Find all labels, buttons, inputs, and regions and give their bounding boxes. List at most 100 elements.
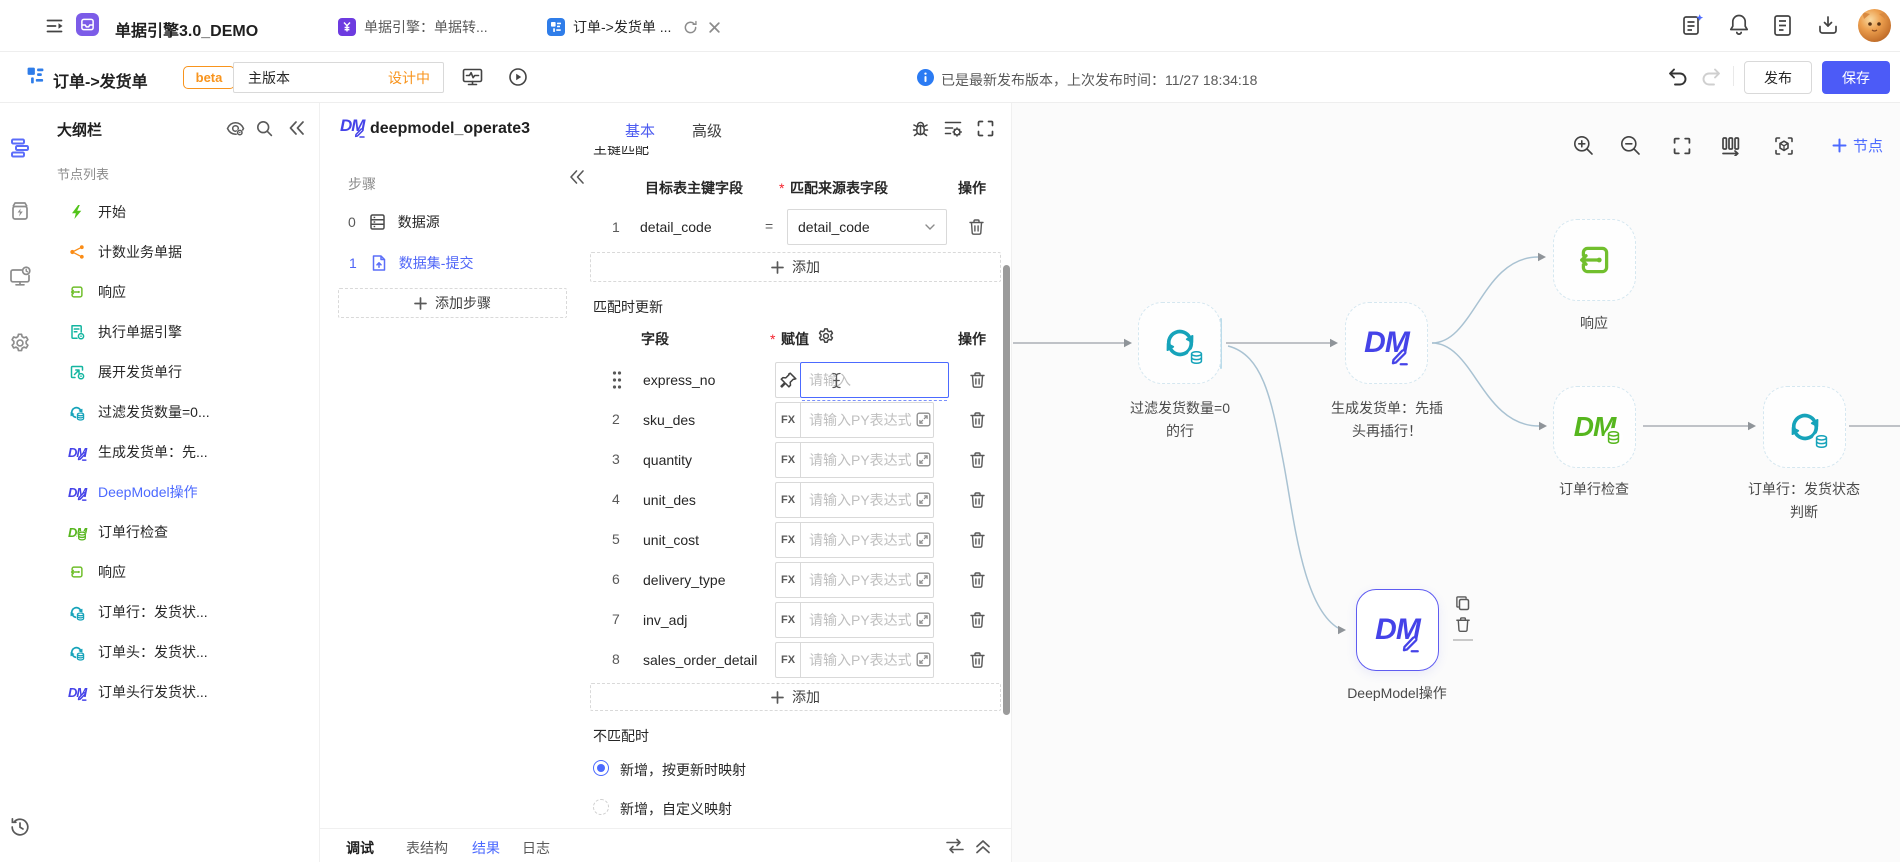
play-circle-icon[interactable]: [508, 67, 528, 87]
list-settings-icon[interactable]: [944, 120, 962, 137]
save-button[interactable]: 保存: [1822, 61, 1890, 94]
fx-button[interactable]: FX: [775, 602, 800, 638]
collapse-up-icon[interactable]: [974, 836, 992, 855]
fullscreen-icon[interactable]: [977, 120, 994, 137]
node-orderline-check[interactable]: DM: [1553, 386, 1636, 468]
zoom-in-icon[interactable]: [1573, 135, 1594, 156]
delete-row-icon[interactable]: [969, 371, 986, 389]
expand-expression-icon[interactable]: [916, 492, 931, 507]
tab-table-structure[interactable]: 表结构: [406, 840, 448, 856]
node-response[interactable]: [1553, 219, 1636, 301]
fx-button[interactable]: FX: [775, 482, 800, 518]
outline-node-item[interactable]: 计数业务单据: [68, 240, 182, 264]
notifications-bell-icon[interactable]: [1728, 13, 1750, 37]
delete-row-icon[interactable]: [969, 651, 986, 669]
expand-expression-icon[interactable]: [916, 652, 931, 667]
outline-node-item[interactable]: 过滤发货数量=0...: [68, 400, 210, 424]
fx-button[interactable]: FX: [775, 442, 800, 478]
fx-button[interactable]: FX: [775, 402, 800, 438]
pk-add-button[interactable]: 添加: [590, 252, 1001, 282]
outline-node-item[interactable]: 订单头：发货状...: [68, 640, 208, 664]
undo-icon[interactable]: [1666, 67, 1689, 87]
expand-expression-icon[interactable]: [916, 532, 931, 547]
tab-close-icon[interactable]: [708, 21, 721, 34]
collapse-steps-icon[interactable]: [569, 169, 585, 185]
process-view-icon[interactable]: [226, 119, 245, 138]
menu-collapse-icon[interactable]: [45, 16, 66, 36]
expression-input[interactable]: 请输入PY表达式: [800, 442, 934, 478]
add-step-button[interactable]: 添加步骤: [338, 288, 567, 318]
upd-add-button[interactable]: 添加: [590, 683, 1001, 711]
value-input[interactable]: 请输入: [800, 362, 949, 398]
copy-node-icon[interactable]: [1454, 594, 1471, 611]
node-orderline-status[interactable]: [1763, 386, 1846, 468]
tab-result[interactable]: 结果: [472, 840, 500, 856]
delete-row-icon[interactable]: [969, 411, 986, 429]
delete-row-icon[interactable]: [969, 491, 986, 509]
fit-screen-icon[interactable]: [1673, 137, 1691, 155]
outline-node-item[interactable]: 响应: [68, 280, 126, 304]
step-row-1[interactable]: 1 数据集-提交: [349, 253, 473, 273]
node-deepmodel-operate[interactable]: DM: [1356, 589, 1439, 671]
radio-map-by-update[interactable]: [593, 760, 609, 776]
outline-node-item[interactable]: 订单行：发货状...: [68, 600, 208, 624]
value-settings-gear-icon[interactable]: [817, 327, 835, 345]
fx-button[interactable]: FX: [775, 522, 800, 558]
tab-order[interactable]: 订单->发货单 ...: [547, 17, 721, 37]
expand-expression-icon[interactable]: [916, 452, 931, 467]
delete-node-icon[interactable]: [1455, 616, 1471, 633]
delete-row-icon[interactable]: [969, 571, 986, 589]
delete-row-icon[interactable]: [969, 451, 986, 469]
auto-layout-icon[interactable]: [1721, 136, 1742, 156]
user-avatar[interactable]: [1858, 9, 1891, 42]
monitor-pulse-icon[interactable]: [462, 67, 483, 87]
expand-expression-icon[interactable]: [916, 612, 931, 627]
flow-canvas[interactable]: 节点: [1012, 103, 1900, 862]
power-box-icon[interactable]: [9, 200, 31, 222]
redo-icon[interactable]: [1700, 67, 1723, 87]
outline-node-item[interactable]: 响应: [68, 560, 126, 584]
node-filter-zero[interactable]: [1138, 302, 1221, 384]
add-node-button[interactable]: 节点: [1832, 135, 1883, 156]
tab-engine[interactable]: 单据引擎：单据转...: [338, 17, 488, 37]
outline-rail-icon[interactable]: [9, 137, 31, 159]
expression-input[interactable]: 请输入PY表达式: [800, 642, 934, 678]
ai-notes-icon[interactable]: [1681, 13, 1705, 38]
settings-gear-icon[interactable]: [9, 332, 31, 354]
drag-handle-icon[interactable]: [611, 370, 623, 390]
expression-input[interactable]: 请输入PY表达式: [800, 402, 934, 438]
zoom-out-icon[interactable]: [1620, 135, 1641, 156]
radio-custom-map[interactable]: [593, 799, 609, 815]
expression-input[interactable]: 请输入PY表达式: [800, 522, 934, 558]
version-input[interactable]: 主版本 设计中: [233, 62, 444, 93]
debug-bug-icon[interactable]: [911, 119, 930, 138]
pk-delete-icon[interactable]: [968, 218, 985, 236]
collapse-panel-icon[interactable]: [288, 120, 305, 136]
history-icon[interactable]: [9, 816, 31, 838]
download-tray-icon[interactable]: [1817, 14, 1839, 36]
pk-source-select[interactable]: detail_code: [787, 209, 947, 245]
node-create-shipment[interactable]: DM: [1345, 302, 1428, 384]
expression-input[interactable]: 请输入PY表达式: [800, 562, 934, 598]
outline-node-item[interactable]: 执行单据引擎: [68, 320, 182, 344]
outline-node-item[interactable]: 展开发货单行: [68, 360, 182, 384]
pin-button[interactable]: [775, 362, 800, 398]
tab-refresh-icon[interactable]: [683, 20, 698, 35]
form-scrollbar[interactable]: [1003, 265, 1010, 715]
fx-button[interactable]: FX: [775, 642, 800, 678]
tab-debug[interactable]: 调试: [346, 840, 374, 856]
publish-button[interactable]: 发布: [1744, 61, 1812, 94]
tab-basic[interactable]: 基本: [625, 123, 656, 140]
document-icon[interactable]: [1772, 14, 1793, 37]
delete-row-icon[interactable]: [969, 611, 986, 629]
delete-row-icon[interactable]: [969, 531, 986, 549]
locate-node-icon[interactable]: [1774, 136, 1794, 156]
expression-input[interactable]: 请输入PY表达式: [800, 602, 934, 638]
monitor-clock-icon[interactable]: [8, 265, 32, 289]
app-logo-icon[interactable]: [76, 13, 99, 36]
outline-node-item[interactable]: 开始: [68, 200, 126, 224]
step-row-0[interactable]: 0 数据源: [348, 212, 440, 232]
